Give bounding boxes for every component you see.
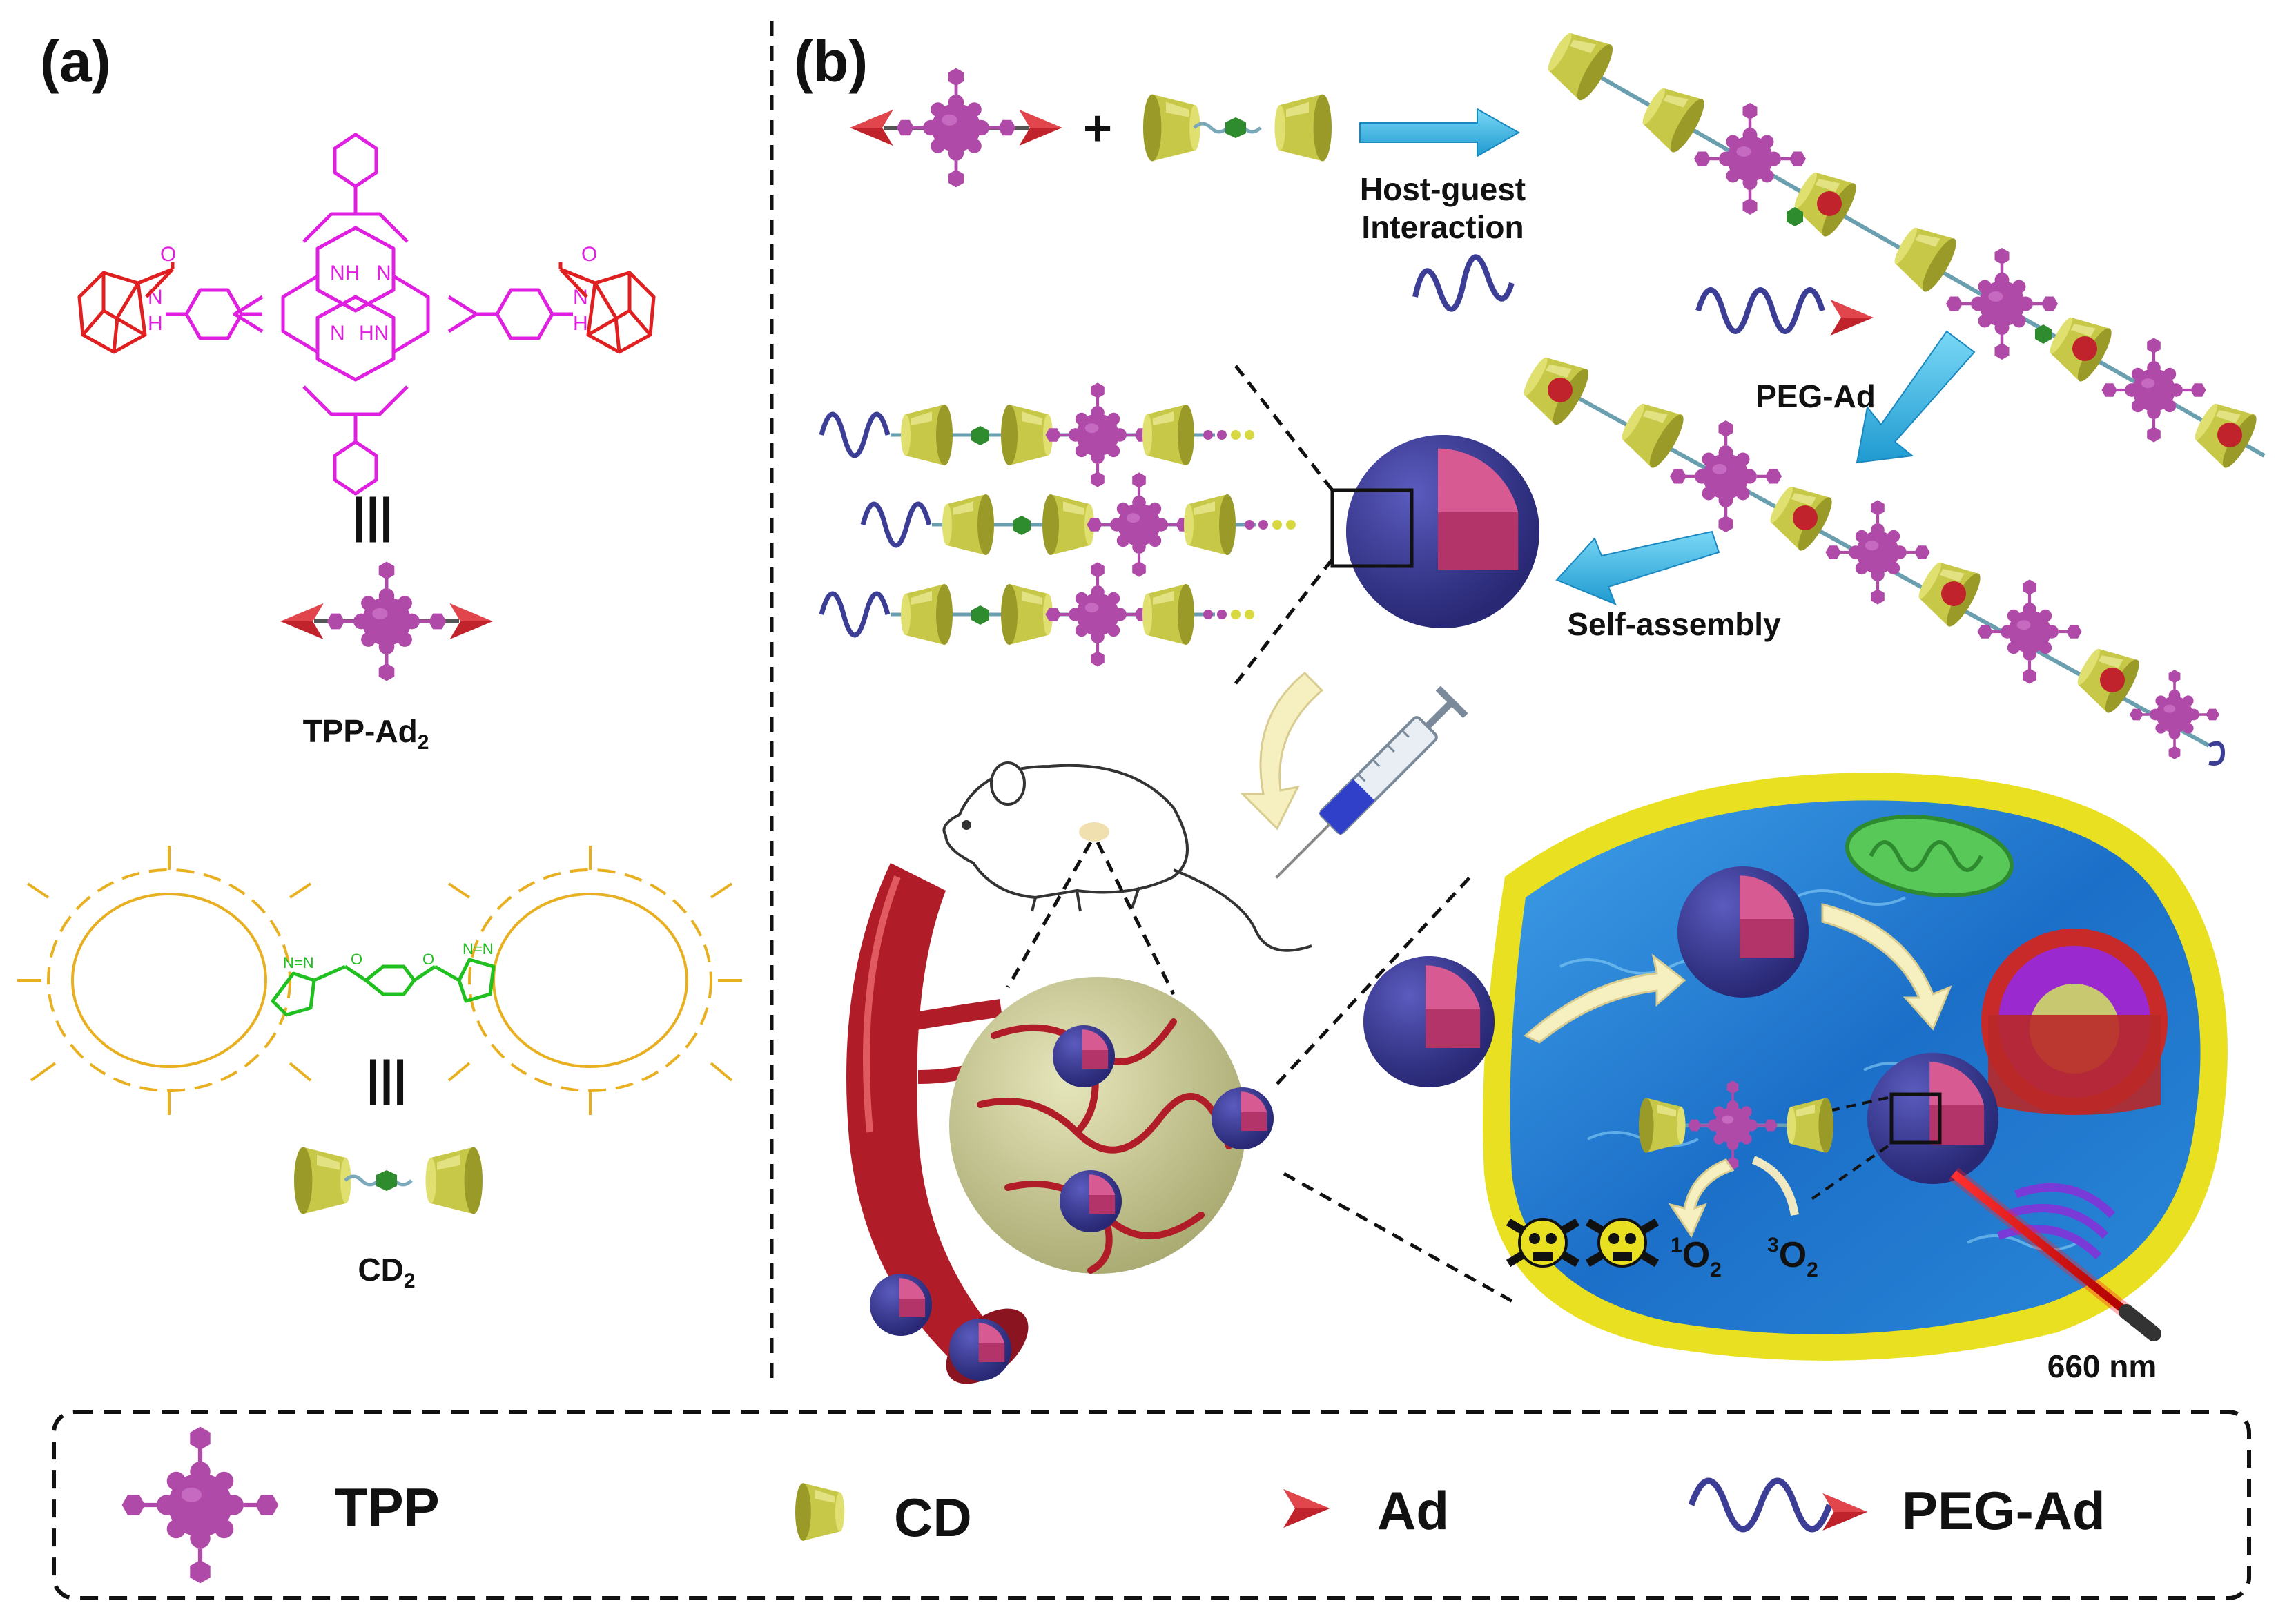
ros-generation-arrow <box>1668 1158 1735 1239</box>
skull-icon <box>1585 1218 1660 1268</box>
svg-text:O: O <box>160 243 176 266</box>
oxygen-input-arrow <box>1751 1156 1799 1216</box>
legend-box <box>52 1410 2251 1600</box>
injection-curved-arrow <box>1240 671 1324 831</box>
uptake-arrow <box>1524 953 1686 1044</box>
host-guest-label-1: Host-guest <box>1360 171 1526 207</box>
identical-sign-2: ||| <box>367 1051 407 1105</box>
transport-arrow <box>1821 903 1952 1031</box>
mitochondrion <box>1845 815 2014 897</box>
cd2-label: CD2 <box>358 1252 415 1292</box>
zoom-line <box>1234 558 1334 685</box>
reactant-cd2 <box>1143 94 1332 162</box>
svg-text:O: O <box>351 951 362 968</box>
nanoparticle-in-tumor <box>1060 1170 1122 1232</box>
legend-ad-label: Ad <box>1377 1480 1449 1541</box>
nanoparticle-approaching-cell <box>1363 956 1495 1087</box>
zoom-line <box>1276 875 1472 1085</box>
reactant-tpp-ad2 <box>850 68 1062 188</box>
laser-660nm <box>1949 1167 2161 1341</box>
zoom-box <box>1889 1092 1942 1145</box>
svg-text:NH: NH <box>330 262 360 284</box>
legend-tpp-label: TPP <box>335 1477 440 1537</box>
svg-text:H: H <box>573 312 588 335</box>
cd2-chemical-structure: N=N N=N O O <box>17 846 742 1115</box>
host-guest-arrow <box>1359 108 1521 157</box>
svg-text:N=N: N=N <box>463 940 494 958</box>
pegylated-chains-stack <box>819 382 1296 666</box>
zoom-line <box>1006 841 1093 989</box>
nanoparticle-in-tumor <box>1053 1025 1115 1087</box>
endoplasmic-reticulum <box>1997 1183 2116 1260</box>
tpp-cd-complex-in-cell <box>1639 1079 1833 1172</box>
zoom-line <box>1283 1172 1520 1307</box>
svg-text:O: O <box>422 951 434 968</box>
svg-text:N: N <box>573 286 588 309</box>
legend-cd-label: CD <box>894 1487 972 1548</box>
skull-icon <box>1506 1218 1580 1268</box>
singlet-oxygen-label: 1O2 <box>1671 1234 1722 1281</box>
zoom-line <box>1096 841 1176 996</box>
legend-peg-ad-label: PEG-Ad <box>1902 1480 2105 1541</box>
tpp-ad2-label: TPP-Ad2 <box>303 713 429 754</box>
nanoparticle-internalized <box>1867 1053 1998 1184</box>
identical-sign-1: ||| <box>353 488 393 543</box>
nanoparticle-in-vessel <box>870 1274 932 1336</box>
legend-ad-symbol <box>1283 1489 1330 1528</box>
peg-addition-arrow <box>1856 330 1976 464</box>
nanoparticle-in-tumor <box>1212 1087 1274 1149</box>
svg-text:H: H <box>148 312 163 335</box>
panel-label-a: (a) <box>40 29 111 94</box>
mouse-illustration <box>942 761 1312 952</box>
host-guest-label-2: Interaction <box>1361 209 1524 245</box>
self-assembly-arrow <box>1555 530 1720 605</box>
cd2-symbol <box>294 1147 483 1214</box>
tpp-ad2-symbol <box>280 562 493 681</box>
triplet-oxygen-label: 3O2 <box>1767 1234 1818 1281</box>
panel-label-b: (b) <box>794 29 868 94</box>
peg-ad-label: PEG-Ad <box>1755 378 1876 414</box>
svg-text:O: O <box>581 243 597 266</box>
legend-tpp-symbol <box>122 1427 279 1584</box>
legend-cd-symbol <box>795 1483 845 1541</box>
svg-text:N=N: N=N <box>283 954 314 971</box>
nucleus <box>1981 929 2168 1115</box>
plus-sign: + <box>1083 101 1112 156</box>
self-assembly-label: Self-assembly <box>1567 606 1781 642</box>
zoom-line <box>1234 365 1334 492</box>
svg-text:N: N <box>330 322 345 344</box>
pegylated-polymer-chain <box>1412 254 2226 766</box>
svg-text:HN: HN <box>359 322 389 344</box>
legend-peg-ad-symbol <box>1688 1477 1868 1533</box>
nanoparticle-in-vessel <box>949 1319 1011 1381</box>
supramolecular-polymer-chain <box>1539 21 2266 472</box>
nanoparticle-endocytosed <box>1677 866 1809 998</box>
syringe-icon <box>1275 686 1468 879</box>
svg-text:N: N <box>376 262 391 284</box>
nanoparticle-main <box>1330 435 1539 628</box>
peg-ad-free-molecule <box>1695 287 1874 336</box>
tpp-ad2-chemical-structure: NH N N HN N H N H O O <box>77 133 656 496</box>
wavelength-label: 660 nm <box>2047 1348 2157 1384</box>
